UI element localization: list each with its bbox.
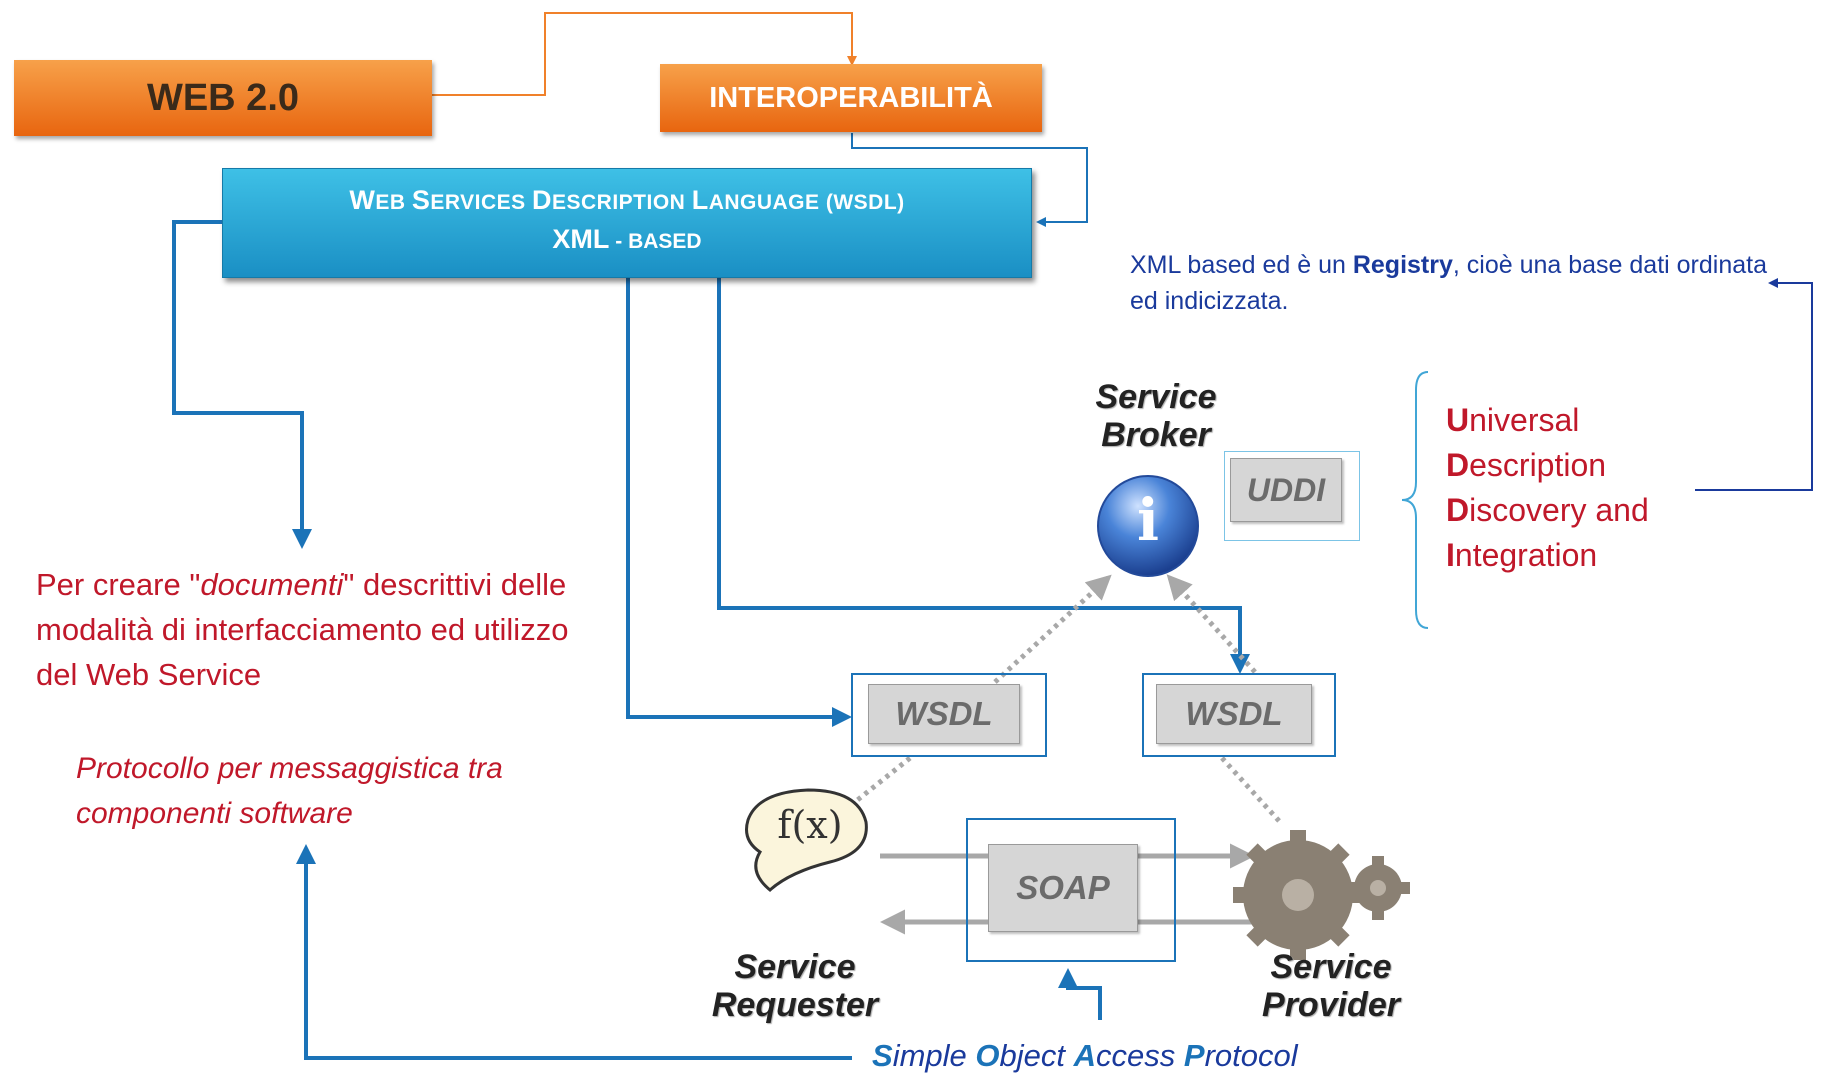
wsdl-doc-left: WSDL [868,684,1020,744]
web20-box: WEB 2.0 [14,60,432,136]
soap-doc: SOAP [988,844,1138,932]
web20-label: WEB 2.0 [146,76,300,119]
connector-wsdl-left-doc [626,277,852,727]
service-provider-label: Service Provider [1262,948,1400,1024]
wsdl-subtitle: XML - BASED [552,224,702,254]
wsdl-title: WEB SERVICES DESCRIPTION LANGUAGE (WSDL) [349,185,905,215]
connector-uddi-registry [1695,278,1813,491]
uddi-highlight [1224,451,1360,541]
wsdl-right-highlight [1142,673,1336,757]
wsdl-box: WEB SERVICES DESCRIPTION LANGUAGE (WSDL)… [222,168,1032,278]
soap-expansion: Simple Object Access Protocol [872,1038,1298,1073]
uddi-line-universal: Universal [1446,402,1580,438]
wsdl-doc-right: WSDL [1156,684,1312,744]
interop-label: INTEROPERABILITÀ [709,81,993,114]
function-bubble [745,788,868,892]
connector-interop-wsdl [851,133,1088,227]
registry-keyword: Registry [1352,251,1453,279]
gears-icon [1233,830,1410,960]
connector-wsdl-right-doc [717,277,1250,674]
function-icon: f(x) [777,803,843,847]
connector-soap-protocol [296,844,852,1060]
uddi-line-description: Description [1446,447,1607,483]
info-glyph: i [1136,486,1160,554]
uddi-expansion: Universal Description Discovery and Inte… [1446,398,1649,578]
interop-box: INTEROPERABILITÀ [660,64,1042,132]
wsdl-purpose-text: Per creare "documenti" descrittivi delle… [36,567,569,692]
connector-web20-interop [432,12,857,96]
connector-wsdl-purpose [172,220,312,549]
service-requester-label: Service Requester [711,948,879,1024]
info-sphere [1097,475,1199,577]
registry-note: XML based ed è un Registry, cioè una bas… [1130,251,1768,315]
wsdl-left-highlight [851,673,1047,757]
soap-purpose-text: Protocollo per messaggistica tra compone… [76,752,503,830]
uddi-brace [1401,371,1429,629]
connector-soap-hook [1058,968,1102,1020]
service-broker-label: Service Broker [1095,378,1217,454]
diagram-dotted-links [831,574,1282,824]
uddi-line-discovery: Discovery and [1446,492,1649,528]
uddi-line-integration: Integration [1446,537,1598,573]
soap-highlight [966,818,1176,962]
uddi-doc: UDDI [1230,458,1342,522]
